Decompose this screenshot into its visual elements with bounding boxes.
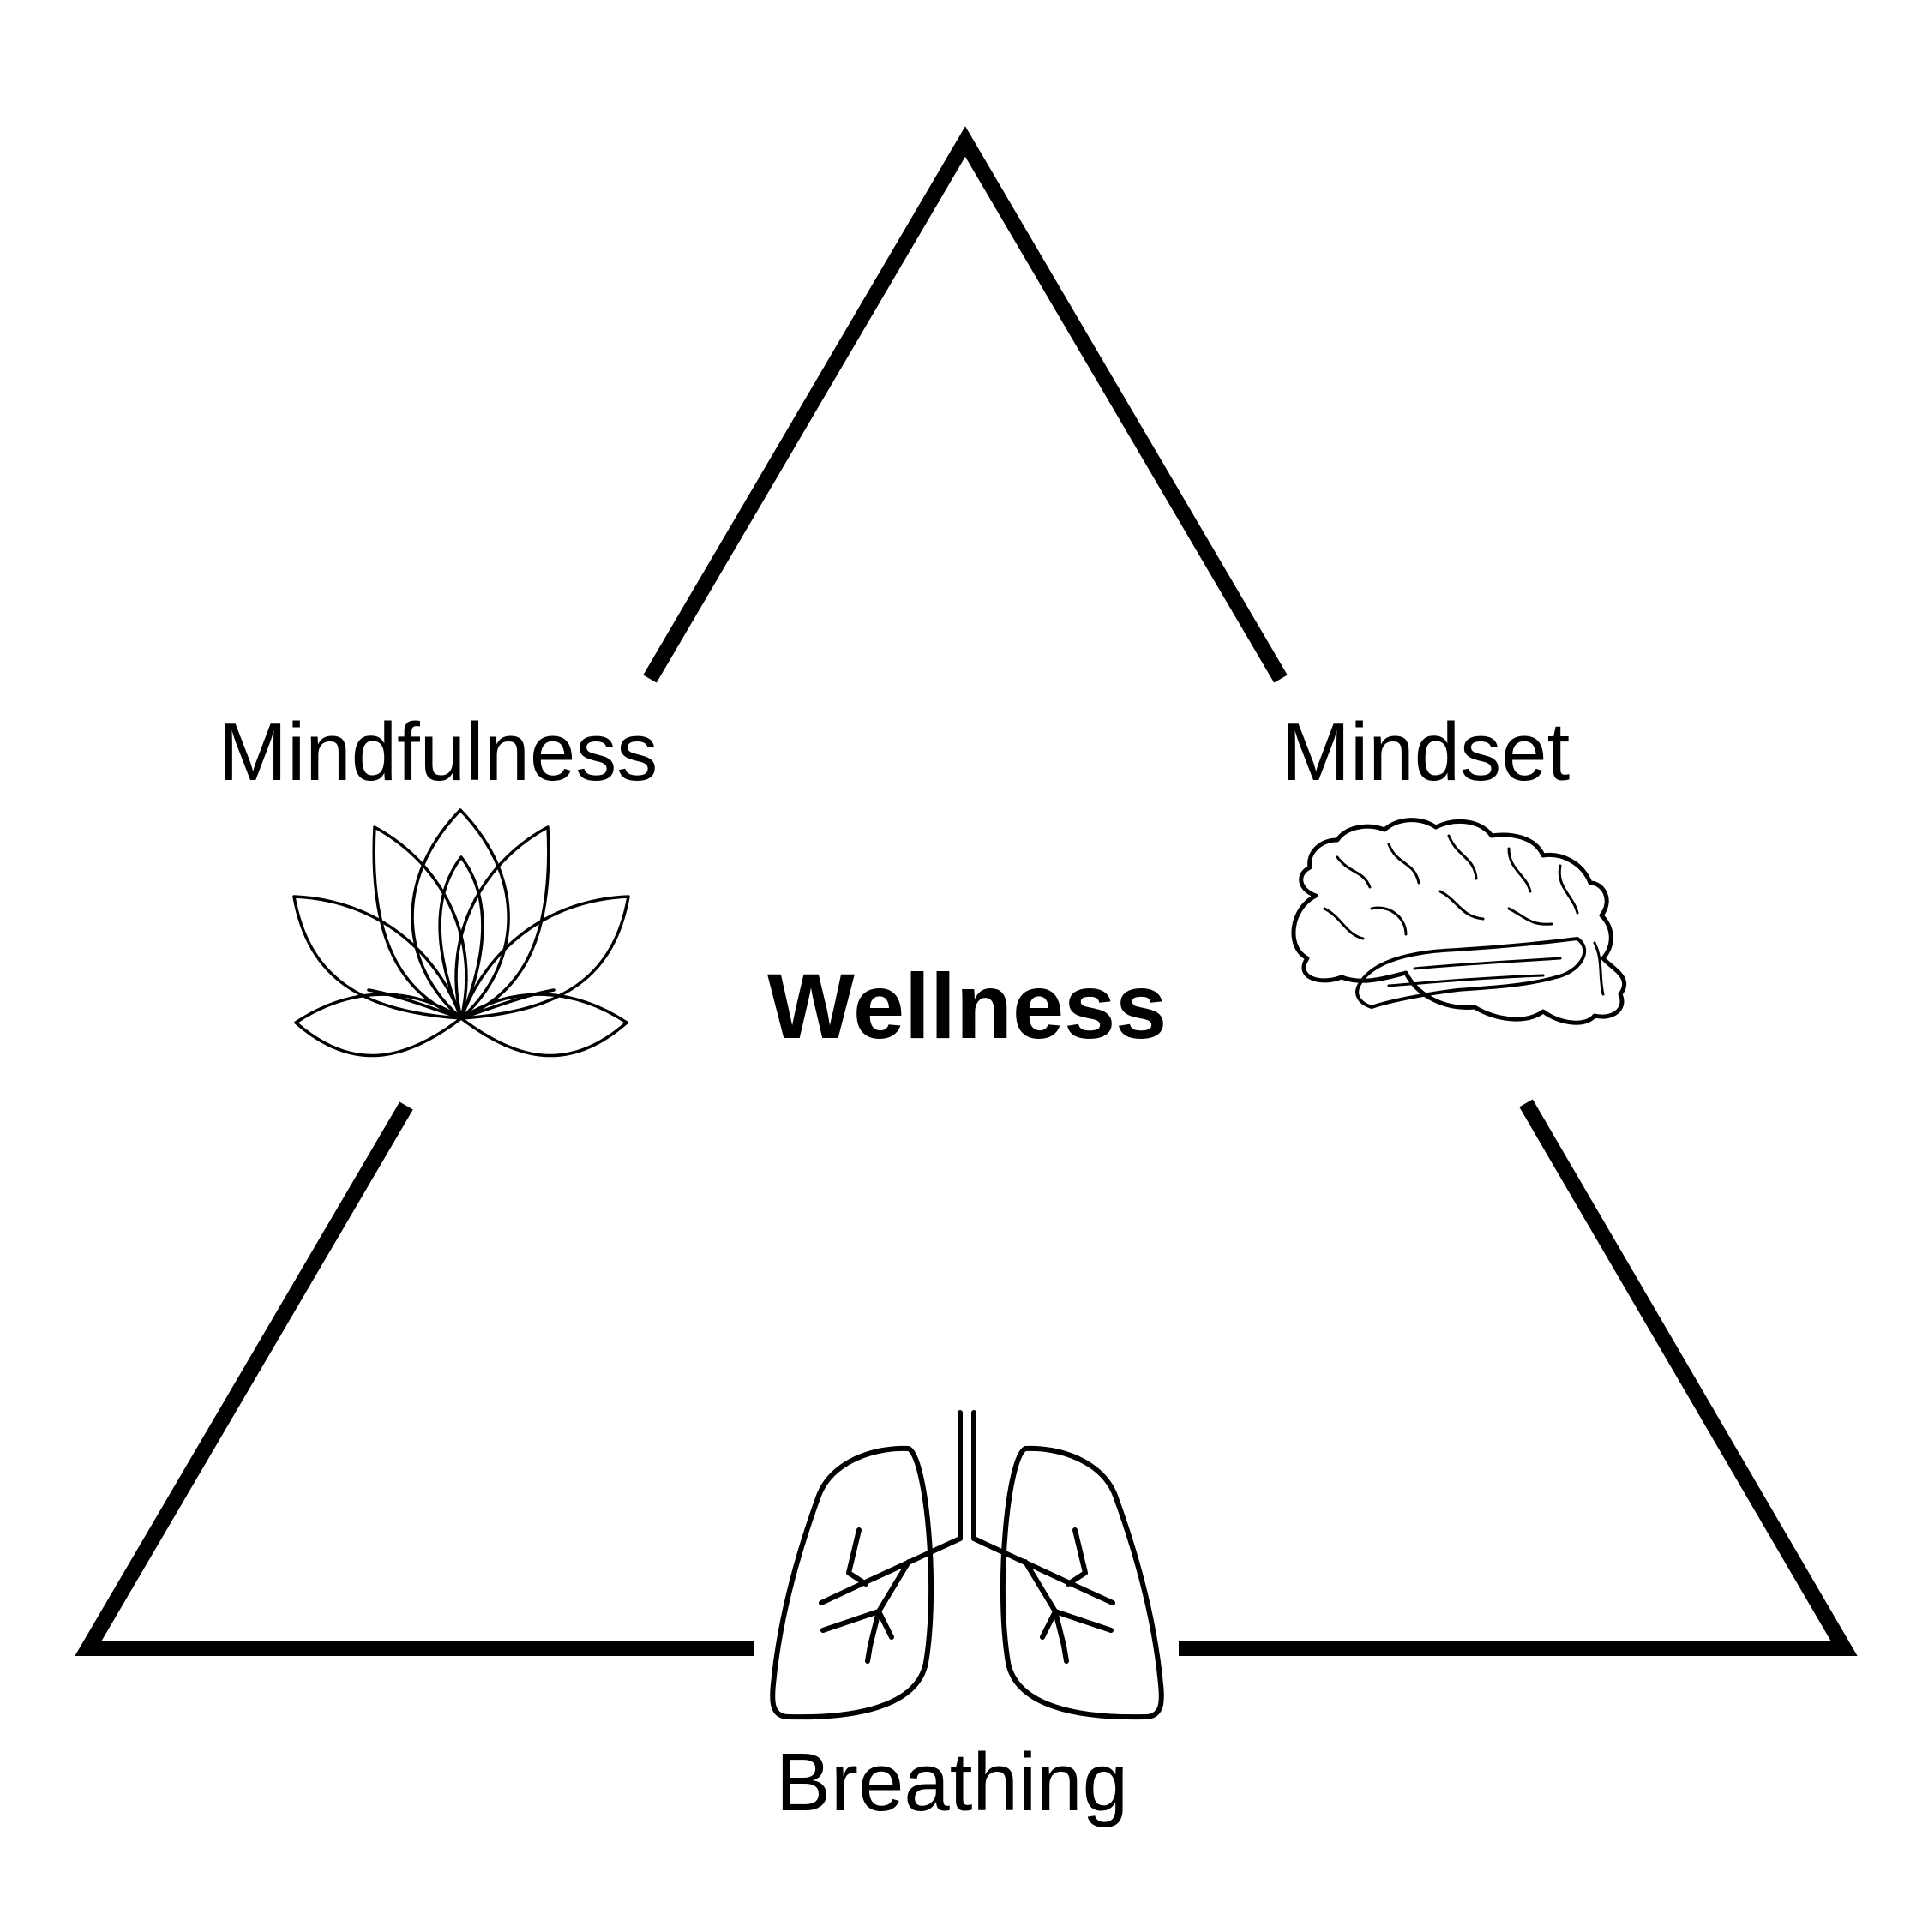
brain-icon [1291, 818, 1627, 1025]
triangle-left-edge [75, 1101, 754, 1656]
lungs-icon [770, 1410, 1164, 1720]
wellness-center-label: Wellness [767, 954, 1168, 1058]
mindset-label: Mindset [1282, 706, 1571, 798]
breathing-label: Breathing [776, 1737, 1128, 1828]
triangle-top-edge [643, 126, 1288, 683]
lotus-icon [292, 808, 630, 1058]
triangle-outline [75, 126, 1858, 1656]
triangle-right-edge [1179, 1099, 1858, 1656]
mindfulness-label: Mindfulness [219, 706, 658, 798]
